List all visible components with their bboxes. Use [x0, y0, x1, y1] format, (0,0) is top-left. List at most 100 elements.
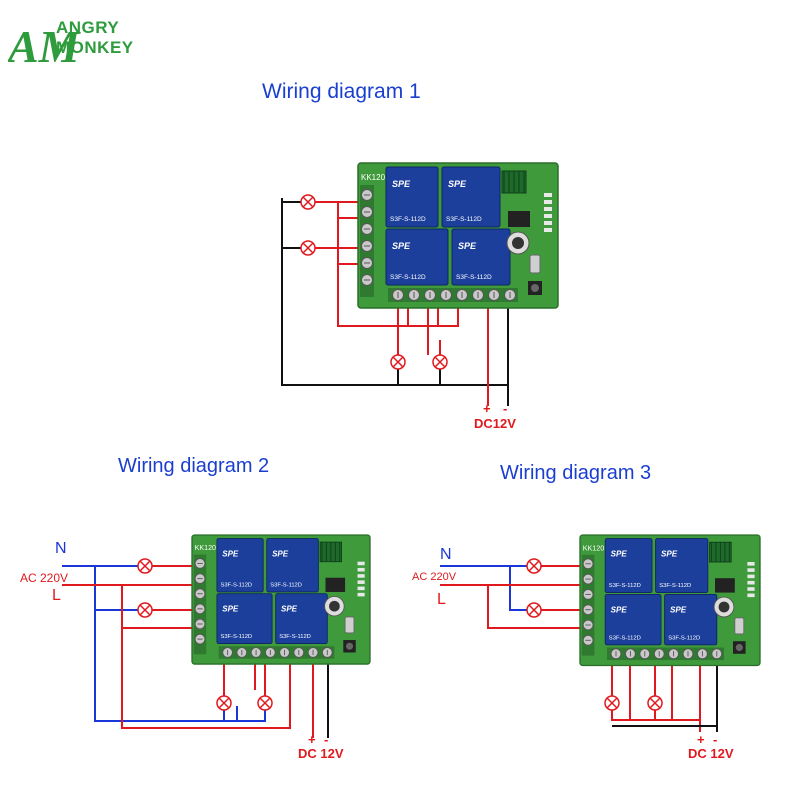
ic-chip: [508, 211, 530, 227]
diagram-2-neutral-label: N: [55, 540, 67, 557]
crystal: [734, 617, 745, 635]
relay: SPE S3F-S-112D: [604, 593, 662, 646]
header-pin: [747, 562, 755, 566]
header-pin: [544, 228, 552, 232]
board-label: KK120: [361, 173, 386, 182]
svg-text:AM: AM: [8, 21, 82, 70]
learn-button: [733, 641, 746, 654]
learn-button: [343, 640, 356, 653]
diagram-1-power-label: DC12V: [474, 416, 516, 431]
relay: SPE S3F-S-112D: [664, 593, 718, 646]
diagram-3-power-label: DC 12V: [688, 746, 734, 761]
relay-brand: SPE: [448, 179, 467, 189]
diagram-2-power-label: DC 12V: [298, 746, 344, 761]
header-pin: [357, 561, 365, 566]
lamp-icon: [257, 695, 273, 711]
relay-model: S3F-S-112D: [609, 635, 641, 641]
capacitor-icon: [506, 231, 530, 255]
antenna-coil-icon: [319, 541, 342, 563]
lamp-icon: [390, 354, 406, 370]
diagram-3-title: Wiring diagram 3: [500, 462, 652, 484]
relay: SPE S3F-S-112D: [451, 228, 511, 286]
diagram-2-wires: [62, 565, 329, 738]
diagram-3-neutral-label: N: [440, 546, 452, 563]
lamp-icon: [300, 194, 316, 210]
relay-model: S3F-S-112D: [279, 634, 311, 640]
relay-model: S3F-S-112D: [668, 635, 700, 641]
relay-model: S3F-S-112D: [456, 274, 492, 281]
relay: SPE S3F-S-112D: [655, 538, 709, 594]
relay-brand: SPE: [392, 241, 411, 251]
logo-mark-icon: AM: [5, 21, 82, 72]
lamp-icon: [604, 695, 620, 711]
relay-brand: SPE: [222, 605, 239, 614]
crystal: [344, 616, 355, 634]
header-pin: [357, 592, 365, 597]
board-label: KK120: [195, 544, 216, 552]
diagram-1: SPES3F-S-112DSPES3F-S-112DSPES3F-S-112DS…: [281, 162, 559, 431]
header-pin: [544, 214, 552, 218]
diagram-1-title: Wiring diagram 1: [262, 80, 421, 103]
relay: SPE S3F-S-112D: [266, 538, 319, 593]
relay-model: S3F-S-112D: [390, 274, 426, 281]
relay-brand: SPE: [222, 549, 239, 558]
lamp-icon: [216, 695, 232, 711]
diagram-2-ac-label: AC 220V: [20, 571, 68, 585]
bottom-terminal-block: [607, 647, 724, 661]
diagram-1-plus: +: [483, 401, 491, 416]
board-label: KK120: [583, 543, 605, 552]
header-pin: [544, 221, 552, 225]
relay-model: S3F-S-112D: [659, 583, 691, 589]
diagram-3: SPE S3F-S-112D SPE S3F-S-112D SPE S3F-S-112D S…: [412, 534, 761, 761]
logo-line-2: MONKEY: [56, 38, 134, 57]
ic-chip: [715, 578, 735, 593]
header-pin: [747, 593, 755, 598]
header-pin: [747, 587, 755, 591]
header-pin: [747, 568, 755, 572]
relay-model: S3F-S-112D: [270, 583, 302, 589]
header-pin: [544, 207, 552, 211]
header-pin: [357, 567, 365, 572]
relay-brand: SPE: [458, 241, 477, 251]
header-pin: [544, 200, 552, 204]
relay-model: S3F-S-112D: [390, 216, 426, 223]
lamp-icon: [526, 558, 542, 574]
diagram-2: SPES3F-S-112DSPES3F-S-112DSPES3F-S-112DS…: [20, 534, 371, 761]
relay-brand: SPE: [670, 605, 687, 614]
diagram-3-minus: -: [713, 732, 717, 747]
relay-board: SPES3F-S-112DSPES3F-S-112DSPES3F-S-112DS…: [191, 534, 371, 665]
antenna-coil-icon: [709, 541, 732, 563]
header-pin: [747, 580, 755, 585]
diagram-3-plus: +: [697, 732, 705, 747]
relay-board: SPES3F-S-112DSPES3F-S-112DSPES3F-S-112DS…: [357, 162, 559, 309]
diagram-2-live-label: L: [52, 587, 61, 604]
header-pin: [357, 580, 365, 584]
header-pin: [357, 586, 365, 591]
header-pin: [544, 193, 552, 197]
learn-button: [528, 281, 542, 295]
brand-logo: AM ANGRY MONKEY: [5, 10, 158, 72]
bottom-terminal-block: [388, 288, 518, 302]
lamp-icon: [526, 602, 542, 618]
relay-model: S3F-S-112D: [220, 583, 252, 589]
bottom-terminal-block: [218, 646, 335, 659]
capacitor-icon: [713, 596, 735, 618]
capacitor-icon: [324, 595, 345, 617]
relay-brand: SPE: [611, 605, 628, 614]
diagram-2-minus: -: [324, 732, 328, 747]
diagram-2-plus: +: [308, 732, 316, 747]
relay-brand: SPE: [272, 549, 289, 558]
relay: SPE S3F-S-112D: [385, 228, 449, 286]
diagram-2-title: Wiring diagram 2: [118, 455, 270, 477]
header-pin: [747, 574, 755, 579]
relay-brand: SPE: [661, 550, 678, 559]
lamp-icon: [647, 695, 663, 711]
lamp-icon: [432, 354, 448, 370]
relay-model: S3F-S-112D: [609, 583, 641, 589]
header-pin: [357, 574, 365, 578]
diagram-1-minus: -: [503, 401, 507, 416]
